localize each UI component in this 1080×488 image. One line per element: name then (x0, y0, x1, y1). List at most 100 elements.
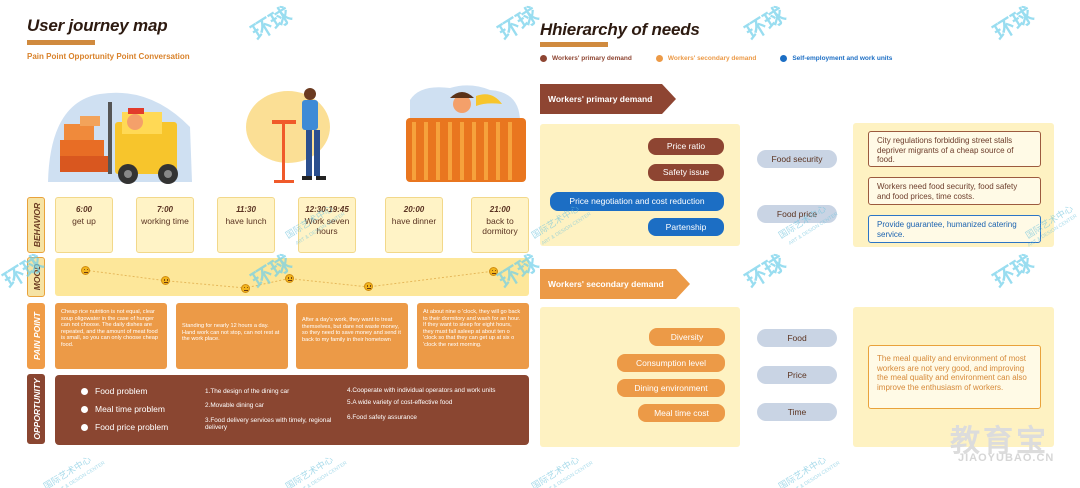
behavior-time: 11:30 (236, 205, 256, 214)
legend-item: Self-employment and work units (780, 55, 892, 62)
pain-point-card: Cheap rice nutrition is not equal, clear… (55, 303, 167, 369)
opportunity-item: 5.A wide variety of cost-effective food (347, 399, 453, 407)
pill-meal-time-cost: Meal time cost (638, 404, 725, 422)
pill-safety-issue: Safety issue (648, 164, 724, 181)
bullet-icon (81, 387, 88, 395)
secondary-pill-panel: Diversity Consumption level Dining envir… (540, 307, 740, 447)
watermark-logo: 环球 (989, 3, 1038, 46)
pain-point-card: At about nine o 'clock, they will go bac… (417, 303, 529, 369)
category-time: Time (757, 403, 837, 421)
pain-point-card: Standing for nearly 12 hours a day. Hand… (176, 303, 288, 369)
opportunity-item: 3.Food delivery services with timely, re… (205, 416, 332, 432)
behavior-card: 6:00 get up (55, 197, 113, 253)
forklift-illustration (48, 92, 192, 184)
behavior-activity: have dinner (391, 216, 437, 226)
behavior-row-tab: BEHAVIOR (27, 197, 45, 253)
problem-item: Food problem (81, 386, 168, 396)
needs-title: Hhierarchy of needs (540, 20, 700, 39)
watermark-brand: 教育宝 (950, 425, 1049, 458)
behavior-activity: have lunch (225, 216, 267, 226)
behavior-time: 7:00 (156, 205, 173, 214)
category-food-security: Food security (757, 150, 837, 168)
legend-item: Workers' primary demand (540, 55, 632, 62)
watermark-logo: 环球 (494, 3, 543, 46)
behavior-card: 11:30 have lunch (217, 197, 275, 253)
pill-partnership: Partenship (648, 218, 724, 236)
pill-dining-environment: Dining environment (617, 379, 725, 397)
behavior-activity: Work seven hours (304, 216, 350, 236)
mood-face-icon (488, 266, 498, 276)
opportunity-item: 6.Food safety assurance (347, 413, 417, 421)
opportunity-item: 4.Cooperate with individual operators an… (347, 387, 496, 394)
behavior-card: 20:00 have dinner (385, 197, 443, 253)
watermark-logo: 环球 (989, 251, 1038, 294)
pill-price-negotiation: Price negotiation and cost reduction (550, 192, 724, 211)
journey-subtitle: Pain Point Opportunity Point Conversatio… (27, 52, 190, 61)
legend-dot-icon (655, 55, 663, 62)
sleeping-illustration (406, 85, 526, 182)
problem-list: Food problem Meal time problem Food pric… (81, 386, 168, 432)
opportunity-row-label: OPPORTUNITY (32, 378, 42, 440)
primary-banner: Workers' primary demand (548, 94, 653, 104)
journey-illustrations (48, 85, 526, 184)
journey-title-underline (27, 40, 95, 45)
box-city-regulations: City regulations forbidding street stall… (868, 131, 1041, 167)
box-provide-guarantee: Provide guarantee, humanized catering se… (868, 215, 1041, 243)
primary-box-panel: City regulations forbidding street stall… (853, 123, 1054, 247)
mood-face-icon (80, 265, 90, 275)
behavior-time: 12:30-19:45 (305, 205, 349, 214)
pain-point-row-label: PAIN POINT (32, 312, 42, 361)
secondary-banner: Workers' secondary demand (548, 279, 664, 289)
mood-face-icon (240, 283, 250, 293)
pill-diversity: Diversity (649, 328, 725, 346)
needs-legend: Workers' primary demand Workers' seconda… (540, 55, 892, 62)
pain-point-card: After a day's work, they want to treat t… (296, 303, 408, 369)
legend-dot-icon (540, 55, 547, 62)
watermark-logo: 环球 (741, 3, 790, 46)
behavior-row-label: BEHAVIOR (32, 202, 42, 248)
bullet-icon (81, 405, 88, 413)
behavior-activity: get up (72, 216, 96, 226)
pain-point-text: At about nine o 'clock, they will go bac… (423, 309, 521, 348)
watermark-logo: 环球 (247, 3, 296, 46)
pain-point-text: After a day's work, they want to treat t… (302, 317, 401, 343)
category-food: Food (757, 329, 837, 347)
watermark-domain: JIAOYUBAO.CN (958, 452, 1055, 464)
box-meal-quality: The meal quality and environment of most… (868, 345, 1041, 409)
secondary-banner-shape (540, 269, 690, 299)
behavior-activity: back to dormitory (482, 216, 518, 236)
secondary-box-panel: The meal quality and environment of most… (853, 307, 1054, 447)
mood-row-tab: MOOD (27, 257, 45, 297)
pill-price-ratio: Price ratio (648, 138, 724, 155)
primary-pill-panel: Price ratio Safety issue Price negotiati… (540, 124, 740, 246)
opportunity-item: 1.The design of the dining car (205, 388, 290, 395)
mood-face-icon (284, 274, 294, 284)
watermark-logo: 环球 (741, 251, 790, 294)
problem-item: Food price problem (81, 422, 168, 432)
problem-item: Meal time problem (81, 404, 168, 414)
needs-title-underline (540, 42, 608, 47)
bullet-icon (81, 423, 88, 431)
box-food-security-needs: Workers need food security, food safety … (868, 177, 1041, 205)
behavior-time: 21:00 (489, 205, 511, 214)
mood-face-icon (363, 282, 373, 292)
mood-band (55, 258, 529, 296)
category-price: Price (757, 366, 837, 384)
pain-point-text: Standing for nearly 12 hours a day. Hand… (182, 323, 280, 343)
opportunity-item: 2.Movable dining car (205, 402, 264, 410)
behavior-time: 20:00 (403, 205, 425, 214)
pain-point-text: Cheap rice nutrition is not equal, clear… (61, 309, 159, 348)
behavior-activity: working time (141, 216, 189, 226)
opportunity-row-tab: OPPORTUNITY (27, 374, 45, 444)
opportunity-band: Food problem Meal time problem Food pric… (55, 375, 529, 445)
behavior-card: 21:00 back to dormitory (471, 197, 529, 253)
legend-item: Workers' secondary demand (655, 55, 756, 62)
category-food-price: Food price (757, 205, 837, 223)
legend-dot-icon (780, 55, 788, 62)
behavior-card: 7:00 working time (136, 197, 194, 253)
behavior-time: 6:00 (75, 205, 92, 214)
pill-consumption-level: Consumption level (617, 354, 725, 372)
primary-banner-shape (540, 84, 676, 114)
pain-point-row-tab: PAIN POINT (27, 303, 45, 369)
